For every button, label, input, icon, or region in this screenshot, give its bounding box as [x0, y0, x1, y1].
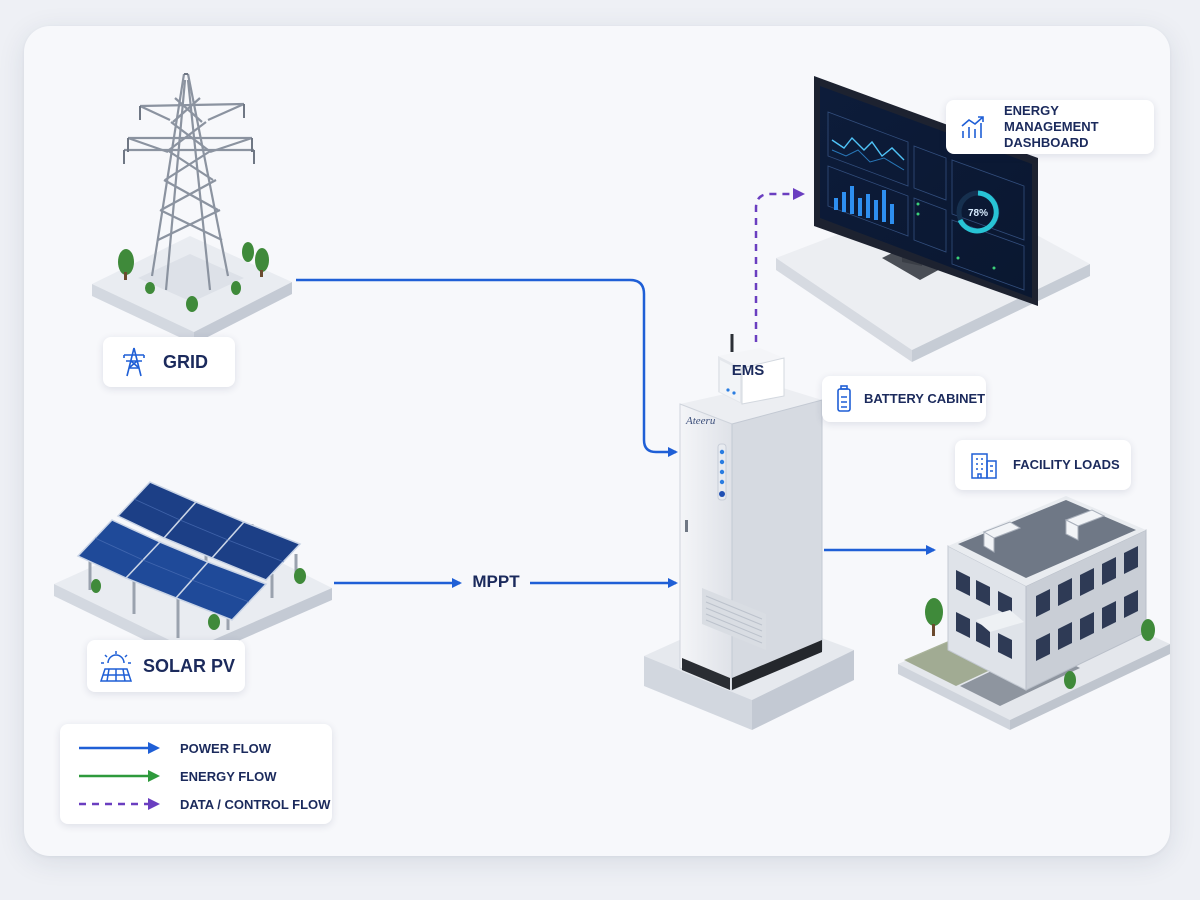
legend-swatch-data: [79, 798, 160, 810]
legend: POWER FLOW ENERGY FLOW DATA / CONTROL FL…: [60, 724, 332, 824]
node-label-grid: GRID: [103, 337, 235, 387]
solar-panel-icon: [99, 649, 133, 683]
chart-icon: [960, 114, 986, 140]
connector-grid-to-battery: [296, 278, 678, 457]
node-label-facility-text: FACILITY LOADS: [1013, 456, 1120, 472]
node-label-facility: FACILITY LOADS: [955, 440, 1131, 490]
legend-swatch-energy: [79, 770, 160, 782]
battery-icon: [834, 385, 854, 413]
dashboard-label-line2: DASHBOARD: [1004, 135, 1089, 151]
node-label-dashboard-text: ENERGY MANAGEMENT DASHBOARD: [1004, 103, 1154, 152]
legend-item-power: POWER FLOW: [78, 734, 332, 762]
node-label-battery-text: BATTERY CABINET: [864, 390, 986, 406]
connectors: [296, 188, 936, 588]
dashboard-label-line1: ENERGY MANAGEMENT: [1004, 102, 1099, 134]
node-label-solar: SOLAR PV: [87, 640, 245, 692]
legend-swatch-power: [79, 742, 160, 754]
connector-ems-to-dashboard: [754, 188, 805, 342]
legend-label-energy: ENERGY FLOW: [180, 768, 277, 784]
legend-item-energy: ENERGY FLOW: [78, 762, 332, 790]
legend-label-power: POWER FLOW: [180, 740, 271, 756]
solar-array-illustration: [54, 481, 332, 662]
battery-cabinet-illustration: Ateeru: [644, 384, 854, 730]
legend-label-data: DATA / CONTROL FLOW: [180, 796, 331, 812]
legend-item-data: DATA / CONTROL FLOW: [78, 790, 332, 818]
facility-building-illustration: [898, 496, 1170, 730]
node-label-dashboard: ENERGY MANAGEMENT DASHBOARD: [946, 100, 1154, 154]
grid-tower-illustration: [92, 73, 292, 344]
ems-device-illustration: [718, 334, 785, 405]
transmission-tower-icon: [119, 346, 149, 378]
building-icon: [969, 450, 999, 480]
ems-label: EMS: [731, 362, 765, 379]
node-label-solar-text: SOLAR PV: [143, 655, 236, 676]
node-label-battery: BATTERY CABINET: [822, 376, 986, 422]
node-label-grid-text: GRID: [163, 351, 208, 372]
dashboard-gauge-value: 78%: [968, 208, 988, 219]
cabinet-brand: Ateeru: [685, 415, 716, 427]
dashboard-monitor-illustration: 78%: [776, 76, 1090, 362]
mppt-label: MPPT: [472, 572, 520, 591]
